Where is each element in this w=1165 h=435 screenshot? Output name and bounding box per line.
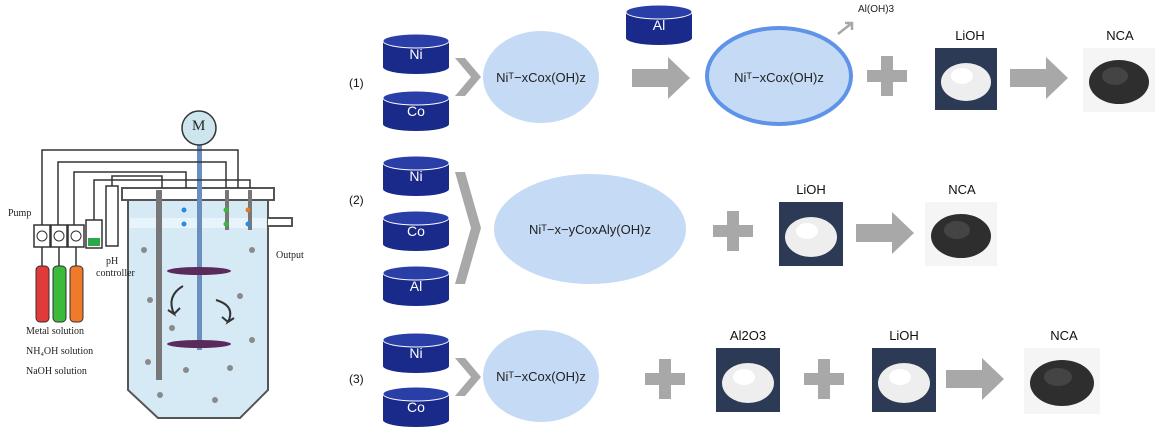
- legend-metal: Metal solution: [26, 326, 85, 337]
- route3-nca-label: NCA: [1050, 328, 1078, 343]
- route1-ni-label: Ni: [409, 46, 423, 62]
- route2-nca-label: NCA: [948, 182, 976, 197]
- pump-label: Pump: [8, 208, 32, 219]
- route2-lioh-image: [779, 202, 843, 266]
- route2-lioh-label: LiOH: [796, 182, 826, 197]
- route3-lioh-label: LiOH: [889, 328, 919, 343]
- route2-plus-icon: [713, 211, 753, 251]
- route1-lioh-image: [935, 48, 997, 110]
- route2-co-label: Co: [407, 223, 425, 239]
- route2-al-cylinder: Al: [383, 266, 449, 306]
- motor-label: M: [192, 118, 206, 134]
- route1-co-cylinder: Co: [383, 91, 449, 131]
- route3-lioh-image: [872, 348, 936, 412]
- route3-ni-cylinder: Ni: [383, 333, 449, 373]
- route1-chevron-icon: [455, 58, 481, 96]
- route2-ni-cylinder: Ni: [383, 156, 449, 196]
- legend-naoh: NaOH solution: [26, 366, 87, 377]
- route3-al2o3-image: [716, 348, 780, 412]
- route2-precursor-label: Niᵀ−x−yCoxAly(OH)z: [529, 222, 651, 237]
- route2-al-label: Al: [409, 278, 423, 294]
- route1-lioh-label: LiOH: [955, 28, 985, 43]
- route1-nca-label: NCA: [1106, 28, 1134, 43]
- route1-plus-icon: [867, 56, 907, 96]
- route1-coated-precursor-label: Niᵀ−xCox(OH)z: [734, 70, 824, 85]
- route-3-label: (3): [349, 372, 364, 386]
- legend-nh4oh: NH₄OH solution: [26, 346, 94, 357]
- route3-plus-1-icon: [645, 359, 685, 399]
- ph-label: pH: [106, 256, 119, 267]
- route1-precursor-ellipse: [483, 31, 599, 123]
- route3-precursor-ellipse: [483, 330, 599, 422]
- route1-coating-arrow-icon: [837, 21, 854, 35]
- route3-plus-2-icon: [804, 359, 844, 399]
- route1-al-cylinder: Al: [626, 5, 692, 45]
- route1-precursor-label: Niᵀ−xCox(OH)z: [496, 70, 586, 85]
- route3-precursor-label: Niᵀ−xCox(OH)z: [496, 369, 586, 384]
- reactor-schematic: M Pump pH controller Output Metal soluti…: [0, 100, 330, 430]
- route1-al-label: Al: [652, 17, 666, 33]
- route2-co-cylinder: Co: [383, 211, 449, 251]
- route3-ni-label: Ni: [409, 345, 423, 361]
- route2-ni-label: Ni: [409, 168, 423, 184]
- route3-al2o3-label: Al2O3: [729, 328, 767, 343]
- route-1-label: (1): [349, 76, 364, 90]
- route1-nca-image: [1083, 48, 1155, 112]
- reactor-drawing: [33, 110, 293, 419]
- route2-precursor-ellipse: [494, 174, 686, 284]
- route1-co-label: Co: [407, 103, 425, 119]
- route3-nca-image: [1024, 348, 1100, 414]
- route1-coated-precursor-ellipse: [705, 26, 853, 126]
- route2-nca-image: [925, 202, 997, 266]
- route1-ni-cylinder: Ni: [383, 34, 449, 74]
- output-label: Output: [276, 250, 304, 261]
- route-2-label: (2): [349, 193, 364, 207]
- route1-arrow-2-icon: [1010, 57, 1068, 99]
- route1-arrow-1-icon: [632, 57, 690, 99]
- route3-co-label: Co: [407, 399, 425, 415]
- route1-coating-label: Al(OH)3: [858, 4, 895, 15]
- route2-chevron-icon: [455, 172, 481, 284]
- route2-arrow-icon: [856, 212, 914, 254]
- controller-label: controller: [96, 268, 135, 279]
- route3-chevron-icon: [455, 358, 481, 396]
- route3-arrow-icon: [946, 358, 1004, 400]
- route3-co-cylinder: Co: [383, 387, 449, 427]
